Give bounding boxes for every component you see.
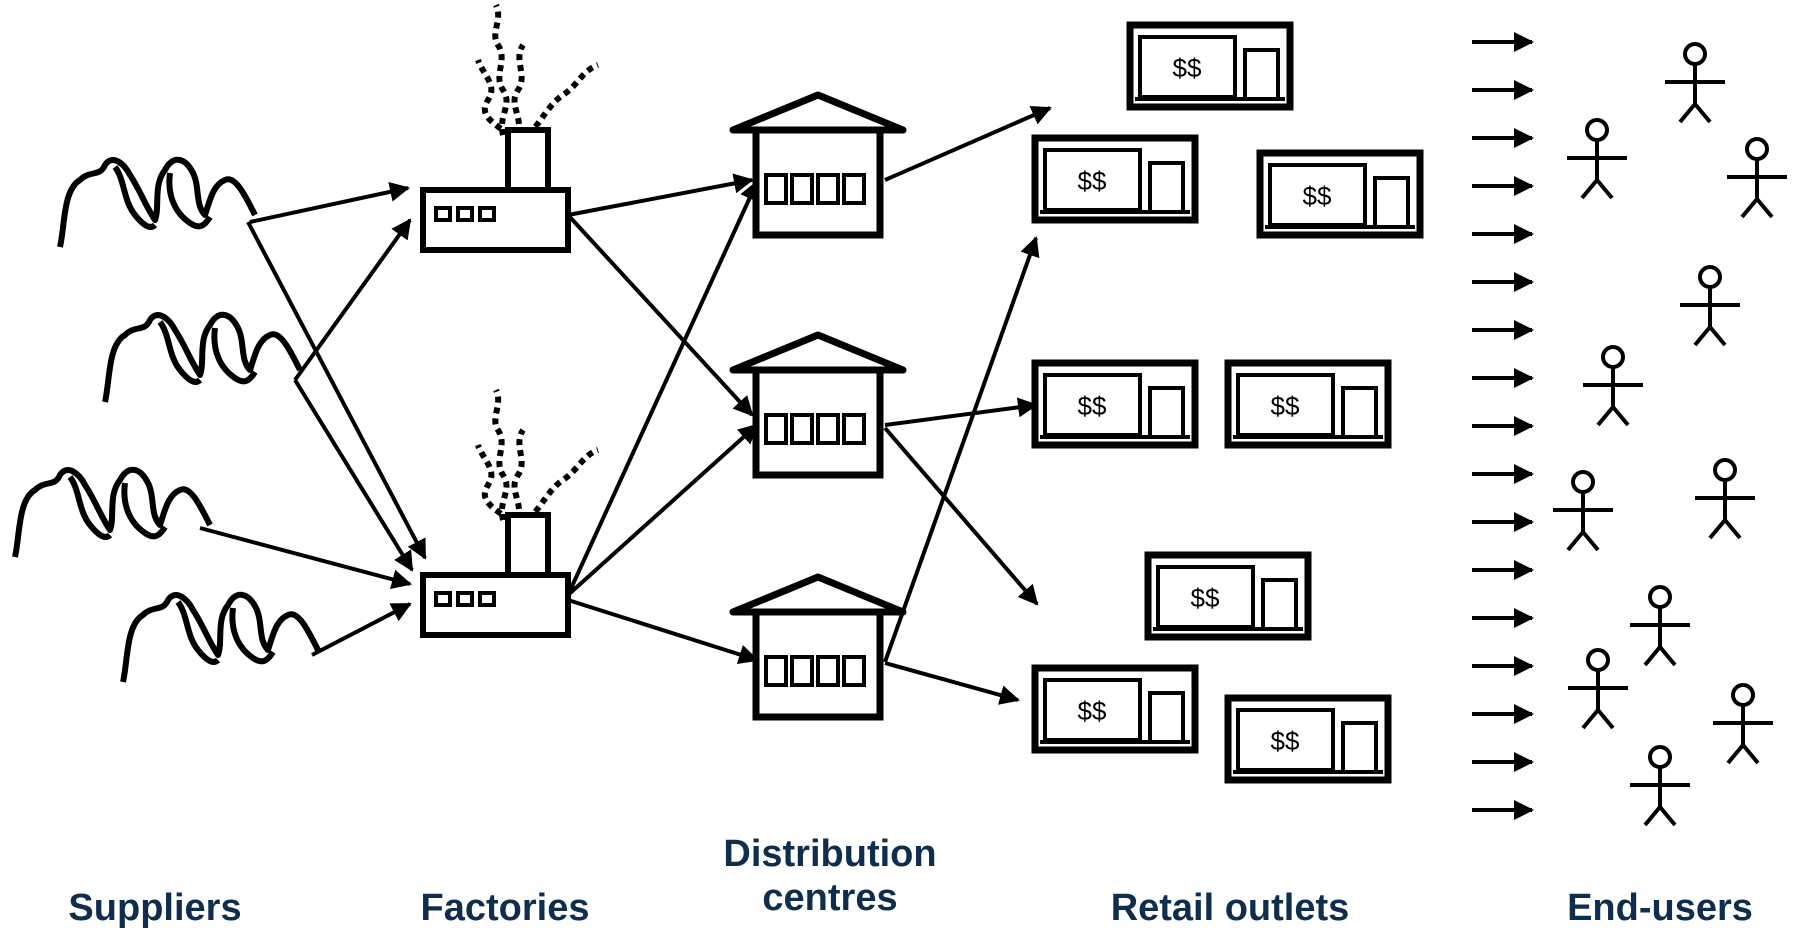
shop-sign-text: $$ (1078, 166, 1107, 196)
person-icon (1566, 648, 1630, 730)
shop-icon: $$ (1031, 664, 1199, 754)
shop-icon: $$ (1031, 359, 1199, 449)
person-icon (1551, 470, 1615, 552)
supplier-mountain-icon (123, 595, 318, 682)
person-icon (1711, 683, 1775, 765)
shop-sign-text: $$ (1191, 583, 1220, 613)
person-icon (1628, 745, 1692, 827)
warehouse-icon (733, 577, 903, 717)
factories-label: Factories (420, 887, 590, 929)
supplier-mountain-icon (105, 315, 300, 402)
person-icon (1628, 585, 1692, 667)
retail-outlets-label: Retail outlets (1110, 887, 1350, 929)
warehouse-icon (733, 95, 903, 235)
shop-icon: $$ (1224, 359, 1392, 449)
end-users-label: End-users (1567, 887, 1753, 929)
distribution-label-line2: centres (762, 877, 898, 919)
person-icon (1678, 265, 1742, 347)
warehouse-icon (733, 335, 903, 475)
shop-sign-text: $$ (1271, 726, 1300, 756)
distribution-centres-label: Distribution centres (700, 832, 960, 920)
shop-sign-text: $$ (1078, 696, 1107, 726)
distribution-label-line1: Distribution (723, 833, 937, 875)
shop-icon: $$ (1031, 134, 1199, 224)
shop-sign-text: $$ (1271, 391, 1300, 421)
supplier-mountain-icon (60, 160, 255, 247)
shop-sign-text: $$ (1303, 181, 1332, 211)
shop-sign-text: $$ (1173, 53, 1202, 83)
shop-icon: $$ (1144, 551, 1312, 641)
factory-icon (423, 390, 598, 635)
person-icon (1581, 345, 1645, 427)
person-icon (1725, 137, 1789, 219)
person-icon (1565, 118, 1629, 200)
person-icon (1663, 42, 1727, 124)
end-user-arrows (1472, 32, 1534, 820)
flow-arrows (199, 106, 1052, 705)
shop-icon: $$ (1256, 149, 1424, 239)
shop-icon: $$ (1126, 21, 1294, 111)
shop-icon: $$ (1224, 694, 1392, 784)
supplier-mountain-icon (15, 470, 210, 557)
person-icon (1693, 458, 1757, 540)
shop-sign-text: $$ (1078, 391, 1107, 421)
suppliers-label: Suppliers (68, 887, 242, 929)
retail-outlets: $$ $$ $$ $$ $$ $$ $$ $$ (1031, 21, 1424, 784)
